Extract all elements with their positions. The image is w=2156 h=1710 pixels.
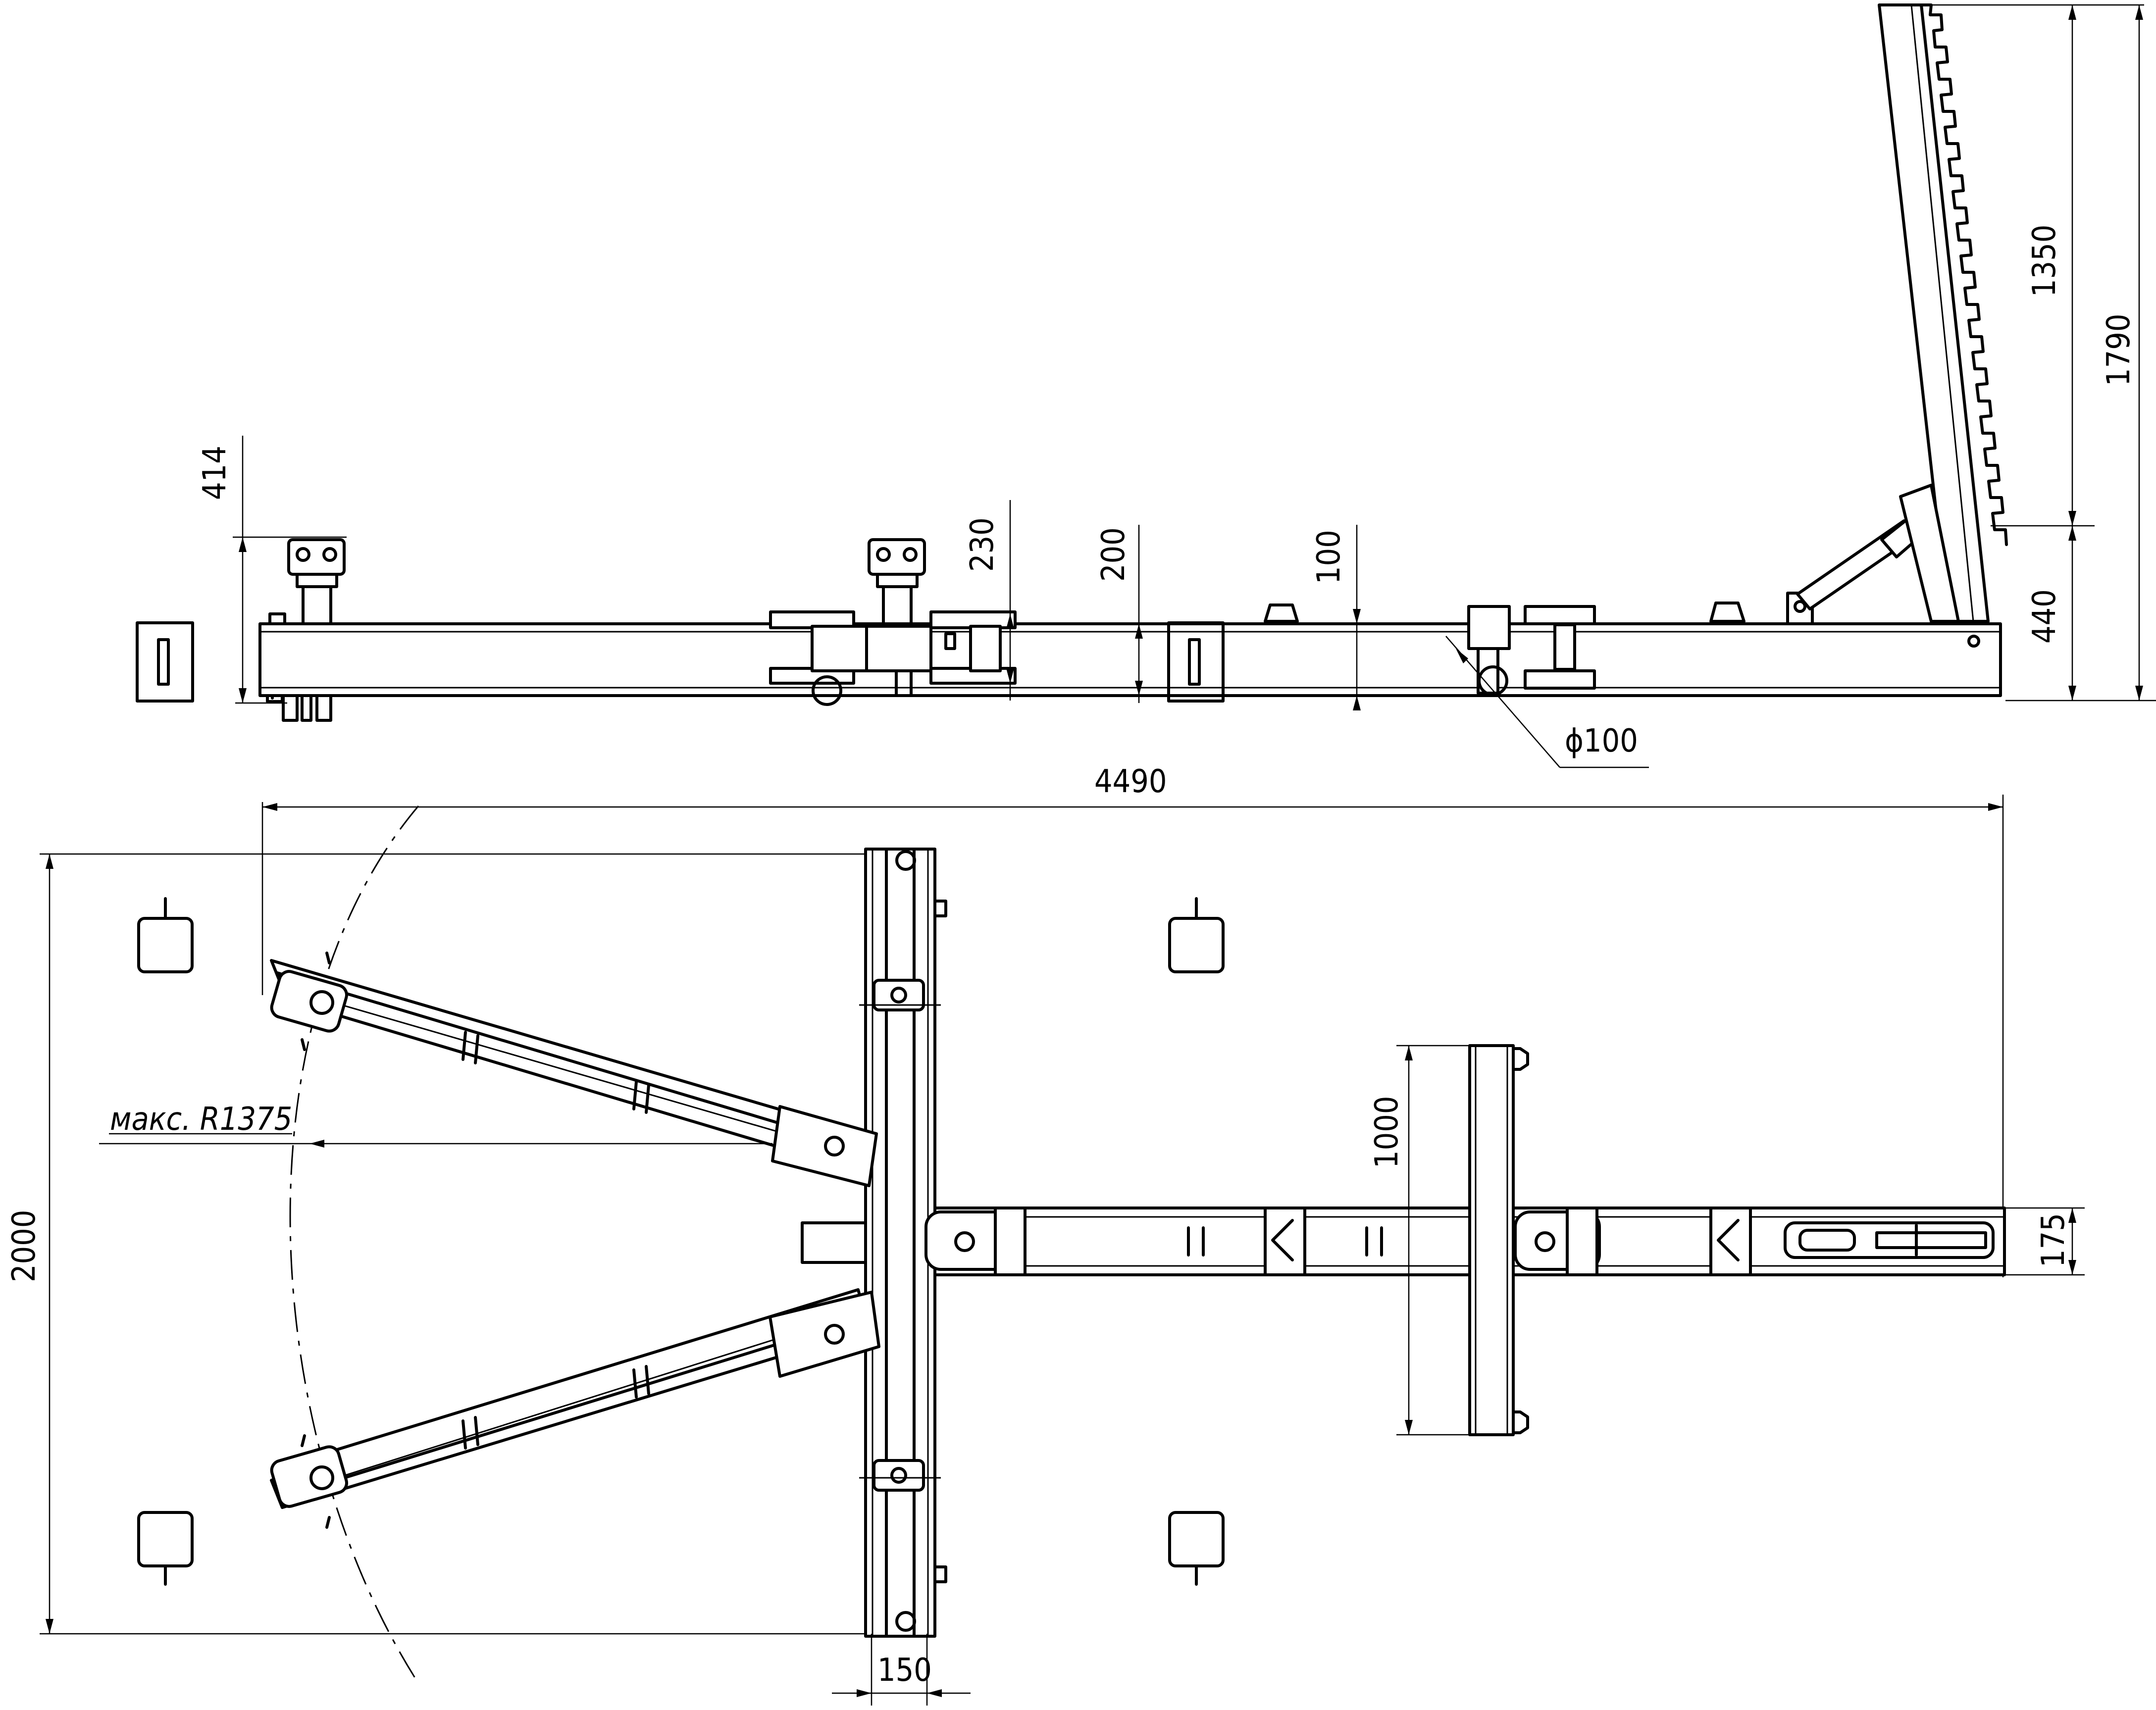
side-left-stand [136,621,194,703]
side-wheel-assembly [1467,605,1596,696]
side-main-beam [258,622,2002,697]
dim-414: 414 [197,446,233,500]
dim-phi100: ϕ100 [1565,723,1638,759]
side-lug-1 [1264,604,1299,623]
plan-main-beam [924,1207,2006,1276]
dim-200: 200 [1095,527,1132,582]
side-view: 414 230 200 100 1350 440 [136,3,2156,768]
plan-upper-arm [270,952,878,1187]
svg-text:4490: 4490 [1094,763,1167,800]
dim-175: 175 [2035,1213,2072,1267]
floor-mount-4 [1168,1511,1225,1586]
side-lug-2 [1709,602,1745,623]
dim-100: 100 [1311,530,1347,584]
dim-1350: 1350 [2026,225,2063,298]
side-middle-clamp [769,538,1017,706]
radius-arc [289,805,419,1684]
dim-230: 230 [964,517,1001,572]
side-left-clamp [266,538,346,722]
side-dimensions: 414 230 200 100 1350 440 [197,4,2156,768]
plan-lower-arm [270,1288,880,1529]
floor-mount-2 [1168,897,1225,973]
plan-view: 4490 [6,763,2085,1706]
dim-2000: 2000 [6,1210,43,1283]
plan-dim-4490: 4490 [261,763,2004,1277]
plan-dimensions: 2000 1000 175 150 макс. R1375 [6,853,2085,1706]
plan-cross-beam [801,848,947,1638]
dim-1790: 1790 [2101,314,2137,387]
side-middle-stand [1167,621,1225,703]
floor-mount-3 [137,1511,194,1586]
dim-440: 440 [2026,589,2063,644]
dim-150: 150 [877,1652,932,1689]
side-tower [1878,3,2008,648]
dim-1000: 1000 [1369,1096,1405,1169]
floor-mount-1 [137,897,194,973]
plan-tower-beam [1468,1044,1529,1436]
dim-radius: макс. R1375 [110,1101,292,1138]
